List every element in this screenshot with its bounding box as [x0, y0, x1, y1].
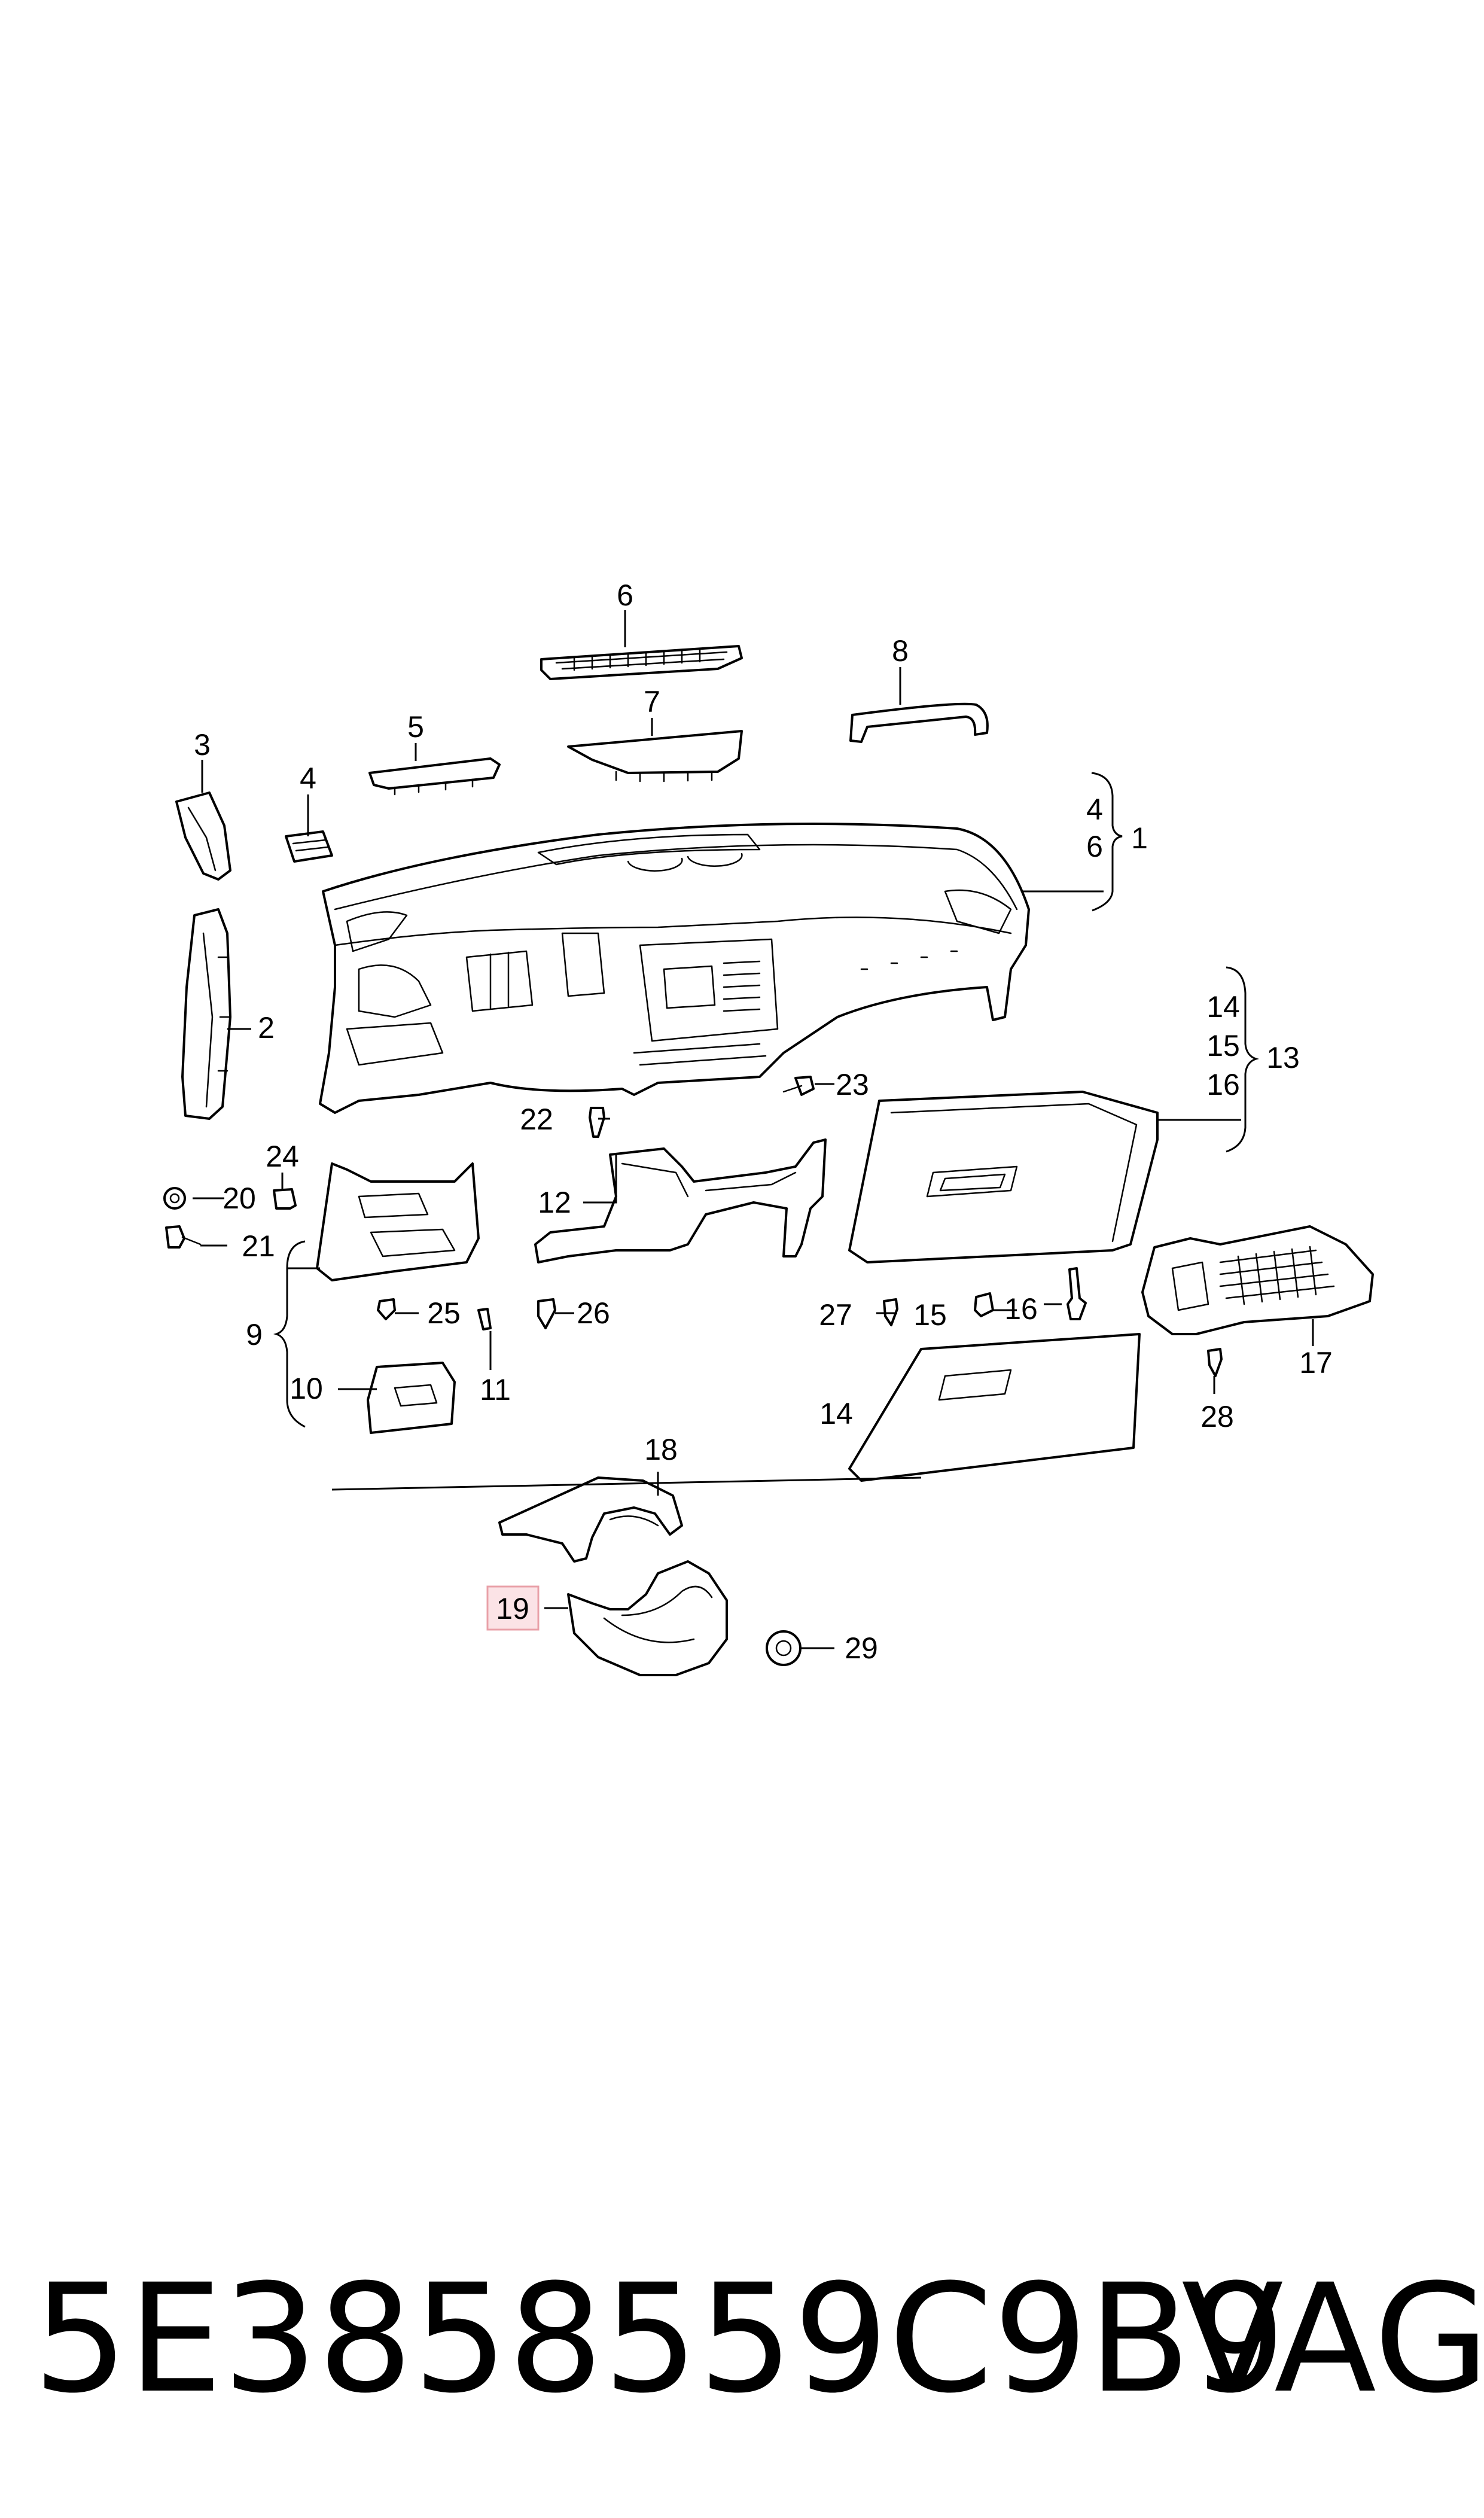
callout-4: 4 [300, 762, 316, 795]
callout-15: 15 [913, 1298, 947, 1332]
callout-29: 29 [845, 1631, 878, 1665]
callout-27: 27 [819, 1298, 852, 1332]
part-4-small-vent [285, 830, 333, 863]
part-12-bracket [534, 1138, 827, 1263]
part-number: 5E3858559C9B9 [33, 2252, 1286, 2426]
fastener-25-screw [377, 1298, 396, 1320]
callout-20: 20 [223, 1182, 256, 1215]
leader-lines [193, 610, 1314, 1649]
fastener-23-screw [782, 1076, 815, 1096]
callouts: 6 8 5 7 3 4 4 6 1 2 14 15 16 13 23 22 24… [194, 578, 1333, 1665]
callout-16: 16 [1004, 1292, 1038, 1326]
callout-14: 14 [819, 1397, 853, 1430]
callout-13: 13 [1266, 1041, 1300, 1074]
part-19-lower-shroud [567, 1560, 728, 1676]
fastener-21-screw [165, 1225, 202, 1249]
callout-13-group-15: 15 [1206, 1029, 1240, 1062]
callout-24: 24 [266, 1140, 299, 1173]
callout-3: 3 [194, 728, 211, 762]
callout-19: 19 [496, 1592, 529, 1625]
callout-11: 11 [480, 1373, 511, 1406]
part-13-glovebox-housing [848, 1091, 1159, 1263]
callout-9: 9 [246, 1318, 263, 1351]
part-5-trim-strip [368, 757, 501, 796]
callout-6: 6 [617, 578, 633, 612]
fastener-26-screw [537, 1298, 556, 1329]
callout-23: 23 [836, 1068, 869, 1101]
callout-17: 17 [1299, 1346, 1333, 1380]
fastener-29-rivet [766, 1630, 802, 1666]
brand-label: VAG [1181, 2252, 1484, 2426]
callout-13-group-16: 16 [1206, 1068, 1240, 1101]
fastener-15-clip [974, 1292, 994, 1317]
callout-28: 28 [1200, 1400, 1234, 1433]
part-2-side-panel [181, 908, 231, 1120]
callout-5: 5 [407, 710, 424, 744]
part-18-upper-shroud [498, 1476, 683, 1563]
part-9-lower-trim [316, 1162, 480, 1281]
callout-2: 2 [258, 1011, 275, 1045]
callout-1-group-6: 6 [1086, 830, 1103, 863]
callout-26: 26 [577, 1296, 610, 1330]
fastener-24-pin [273, 1188, 297, 1210]
part-6-vent-strip [540, 645, 743, 680]
part-14-glovebox-lid [848, 1333, 1141, 1482]
callout-13-group-14: 14 [1206, 990, 1240, 1024]
part-7-center-trim [567, 730, 743, 783]
part-11-clip [477, 1308, 492, 1330]
fastener-16-pin [1066, 1267, 1087, 1320]
callout-18: 18 [644, 1433, 678, 1466]
callout-1: 1 [1131, 821, 1148, 855]
part-10-cover [367, 1362, 456, 1434]
callout-21: 21 [242, 1229, 275, 1263]
callout-12: 12 [538, 1186, 571, 1219]
footer: 5E3858559C9B9 VAG [0, 2249, 1484, 2429]
callout-1-group-4: 4 [1086, 793, 1103, 826]
part-8-trim-bar [849, 702, 989, 743]
callout-25: 25 [427, 1296, 461, 1330]
highlight-box-19 [486, 1585, 540, 1631]
fastener-22-screw [589, 1107, 605, 1138]
part-17-support-bracket [1141, 1225, 1374, 1335]
callout-8: 8 [892, 634, 909, 668]
callout-7: 7 [644, 685, 660, 718]
fastener-20-nut [163, 1187, 186, 1210]
part-1-dashboard [319, 823, 1030, 1114]
callout-22: 22 [520, 1103, 553, 1136]
part-3-side-cap [175, 791, 231, 881]
fastener-28-screw [1207, 1348, 1223, 1377]
callout-10: 10 [290, 1372, 323, 1405]
